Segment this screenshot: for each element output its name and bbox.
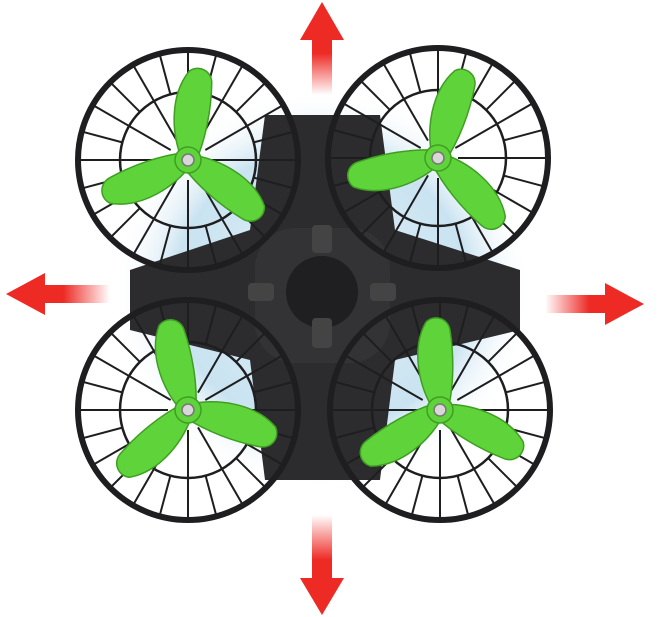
guard-spoke — [83, 131, 123, 144]
guard-spoke — [204, 355, 283, 401]
guard-spoke — [235, 82, 266, 113]
propeller-blade — [184, 401, 278, 448]
guard-spoke — [83, 426, 123, 439]
propeller-blade — [429, 68, 476, 162]
propeller-blade — [417, 317, 454, 411]
guard-spoke — [253, 131, 293, 144]
guard-spoke — [83, 381, 123, 394]
propeller-blade — [101, 151, 191, 205]
propeller — [116, 319, 278, 479]
drone-body — [130, 115, 520, 480]
propeller-blade — [116, 402, 193, 479]
arrow-right-icon — [545, 283, 644, 325]
guard-spoke — [204, 475, 217, 515]
propeller-blade — [154, 319, 197, 412]
guard-spoke — [335, 381, 375, 394]
propeller-blade — [181, 154, 266, 222]
guard-spoke — [503, 129, 543, 142]
rotor-rear-left — [75, 297, 301, 523]
motor-cap — [431, 151, 445, 165]
guard-spoke — [485, 80, 516, 111]
guard-spoke — [159, 55, 172, 95]
guard-spoke — [204, 225, 217, 265]
guard-spoke — [449, 426, 495, 505]
guard-spoke — [253, 176, 293, 189]
guard-spoke — [93, 105, 172, 151]
guard-spoke — [487, 332, 518, 363]
arrow-down-icon — [300, 515, 344, 615]
guard-spoke — [204, 305, 217, 345]
propeller-blade — [347, 149, 440, 192]
guard-spoke — [197, 426, 243, 505]
propeller — [359, 317, 525, 467]
guard-spoke — [133, 176, 179, 255]
motor-cap — [181, 153, 195, 167]
guard-spoke — [235, 457, 266, 488]
guard-spoke — [449, 315, 495, 394]
guard-spoke — [110, 207, 141, 238]
guard-spoke — [360, 205, 391, 236]
guard-spoke — [343, 103, 422, 149]
guard-spoke — [409, 223, 422, 263]
guard-spoke — [503, 174, 543, 187]
rotor-guard-ring — [75, 47, 301, 273]
rotor-front-left — [75, 47, 301, 273]
guard-spoke — [159, 475, 172, 515]
guard-spoke — [253, 381, 293, 394]
arrow-left-icon — [6, 273, 110, 315]
guard-spoke — [362, 332, 393, 363]
rotor-guard-ring — [327, 297, 553, 523]
guard-spoke — [159, 225, 172, 265]
guard-spoke — [93, 355, 172, 401]
propeller-blade — [173, 67, 213, 163]
motor-cap — [181, 403, 195, 417]
propeller-blade — [430, 153, 507, 230]
propeller-blade — [435, 403, 525, 461]
guard-spoke — [487, 457, 518, 488]
guard-spoke — [454, 103, 533, 149]
guard-spoke — [235, 332, 266, 363]
guard-spoke — [383, 63, 429, 142]
rotor-guard-ring — [75, 297, 301, 523]
guard-spoke — [110, 332, 141, 363]
guard-spoke — [505, 381, 545, 394]
rotor-rear-right — [327, 297, 553, 523]
guard-spoke — [333, 129, 373, 142]
guard-spoke — [204, 105, 283, 151]
guard-spoke — [133, 65, 179, 144]
guard-spoke — [345, 355, 424, 401]
guard-spoke — [335, 426, 375, 439]
guard-spoke — [456, 305, 469, 345]
guard-spoke — [454, 223, 467, 263]
propeller — [101, 67, 266, 222]
guard-spoke — [360, 80, 391, 111]
rotor-guard-ring — [325, 45, 551, 271]
guard-spoke — [411, 475, 424, 515]
rotor-front-right — [325, 45, 551, 271]
arrow-up-icon — [300, 2, 344, 95]
guard-spoke — [110, 82, 141, 113]
propeller-blade — [359, 402, 444, 467]
propeller — [347, 68, 507, 230]
guard-spoke — [383, 174, 429, 253]
guard-spoke — [197, 315, 243, 394]
guard-spoke — [456, 475, 469, 515]
motor-cap — [433, 403, 447, 417]
guard-spoke — [456, 355, 535, 401]
guard-spoke — [409, 53, 422, 93]
